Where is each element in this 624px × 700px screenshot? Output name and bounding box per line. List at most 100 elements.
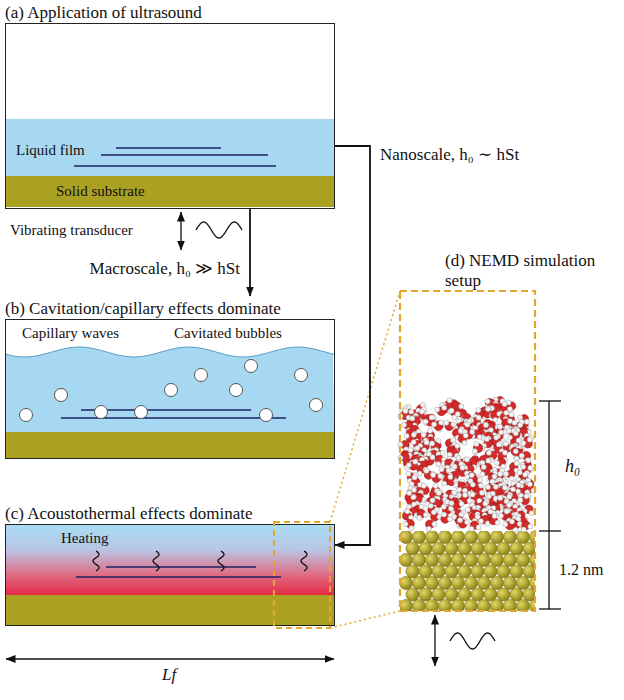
illustration-part [425,531,438,544]
illustration-part [464,457,469,462]
illustration-part [442,481,447,486]
illustration-part [439,467,444,472]
illustration-part [503,519,515,530]
illustration-part [484,542,497,555]
illustration-part [503,522,508,527]
illustration-part [402,509,413,520]
illustration-part [423,419,428,424]
illustration-part [430,498,435,503]
illustration-part [539,608,561,609]
illustration-part [459,501,464,506]
illustration-part [503,531,516,544]
illustration-part [475,483,485,495]
illustration-part [451,553,464,566]
illustration-part [486,406,491,411]
illustration-part [527,482,532,487]
illustration-part [411,487,416,492]
illustration-part [410,416,415,421]
illustration-part [415,445,420,450]
double-arrow [6,658,334,659]
illustration-part [436,490,441,495]
illustration-part [498,471,503,476]
illustration-part [400,599,413,611]
illustration-part [435,405,447,416]
illustration-part [516,599,529,611]
illustration-part [421,432,426,437]
illustration-part [433,483,438,488]
illustration-part [486,458,491,463]
illustration-part [428,503,433,508]
illustration-part [502,401,507,406]
illustration-part [513,449,518,454]
illustration-part [411,494,416,499]
illustration-part [428,428,433,433]
illustration-part [447,516,452,521]
illustration-part [106,566,256,567]
illustration-part [483,422,488,427]
illustration-part [483,422,488,427]
heat-squiggle [218,551,224,571]
illustration-part [519,453,524,458]
illustration-part [513,431,518,436]
illustration-part [523,588,535,601]
illustration-part [486,458,491,463]
illustration-part [425,576,438,589]
illustration-part [412,576,425,589]
illustration-part [438,531,451,544]
illustration-part [430,472,435,477]
illustration-part [494,460,499,465]
illustration-part [428,503,439,514]
illustration-part [406,459,418,470]
illustration-part [497,588,510,601]
illustration-part [481,464,486,469]
illustration-part [476,415,481,420]
illustration-part [475,514,480,519]
illustration-part [465,422,470,427]
illustration-part [488,427,493,432]
illustration-part [526,458,531,463]
illustration-part [455,443,460,448]
illustration-part [424,440,429,445]
illustration-part [464,599,477,611]
illustration-part [502,450,507,455]
illustration-part [408,447,413,452]
illustration-part [492,503,503,514]
substrate-band: Solid substrate [6,176,334,207]
illustration-part [419,565,432,578]
illustration-part [116,147,221,148]
substrate [6,432,334,458]
illustration-part [521,521,533,532]
bubble-label: Cavitated bubbles [174,323,282,343]
illustration-part [412,475,417,480]
panel-a: (a) Application of ultrasoundVibrating t… [5,0,335,209]
illustration-part [514,456,519,461]
illustration-part [490,599,503,611]
water-molecules [398,396,536,532]
illustration-part [451,531,464,544]
bubbles [20,360,323,422]
illustration-part [445,459,456,470]
flow-arrow [335,146,370,545]
heating-label: Heating [61,528,108,548]
illustration-part [528,524,533,529]
illustration-part [424,468,429,473]
illustration-part [516,531,529,544]
substrate [6,595,334,625]
illustration-part [430,455,435,460]
illustration-part [464,519,469,524]
illustration-part [523,542,535,555]
illustration-part [495,520,500,525]
panel-frame: Capillary wavesCavitated bubbles [5,319,335,459]
illustration-part [498,513,503,518]
illustration-part [524,419,529,424]
illustration-part [510,588,523,601]
illustration-part [431,472,436,477]
sine-wave [450,633,495,649]
illustration-part [497,542,510,555]
illustration-part [469,472,474,477]
illustration-part [441,512,446,517]
illustration-part [451,576,464,589]
illustration-part [400,531,413,544]
illustration-part [474,441,479,446]
illustration-part [419,542,432,555]
